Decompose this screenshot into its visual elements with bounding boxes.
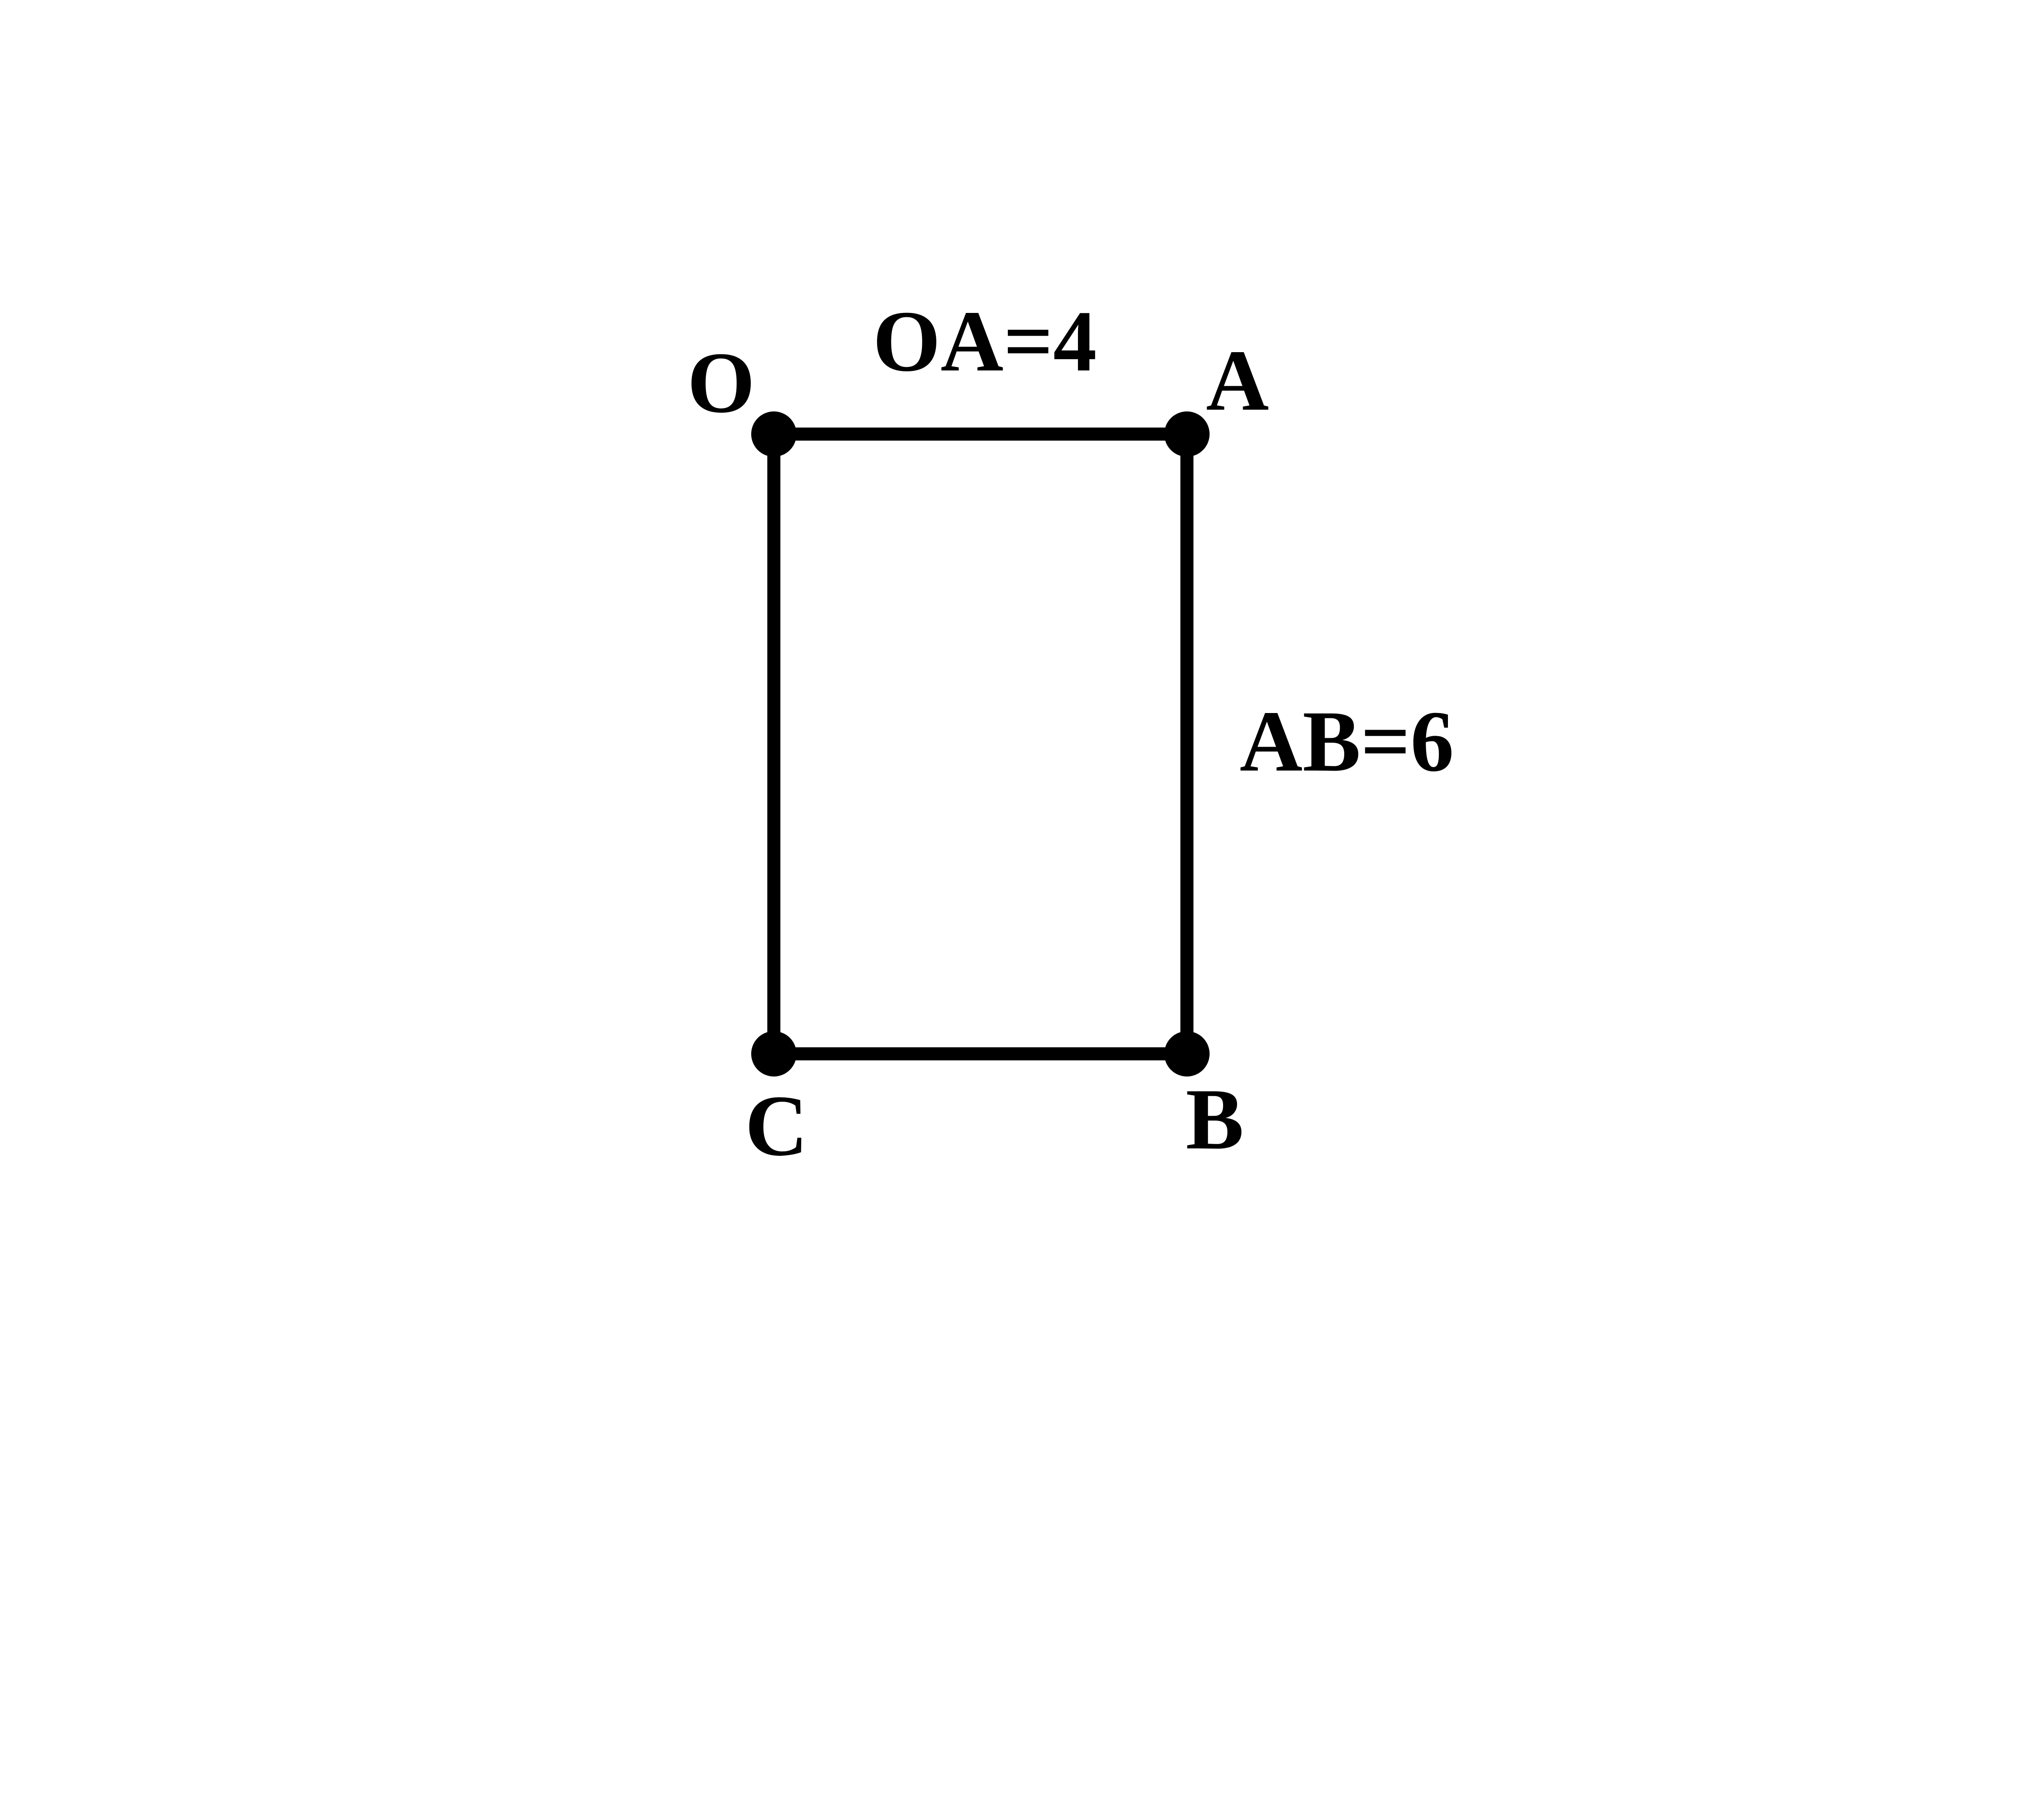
side-label-ab: AB=6 (1240, 693, 1454, 790)
vertex-label-a: A (1206, 333, 1269, 429)
vertex-label-b: B (1186, 1071, 1244, 1168)
side-label-oa: OA=4 (873, 293, 1097, 390)
vertex-a-point (1164, 411, 1210, 457)
vertex-b-point (1164, 1031, 1210, 1076)
vertex-c-point (751, 1031, 797, 1076)
vertex-label-o: O (687, 335, 755, 431)
vertex-label-c: C (745, 1078, 808, 1174)
vertex-o-point (751, 411, 797, 457)
